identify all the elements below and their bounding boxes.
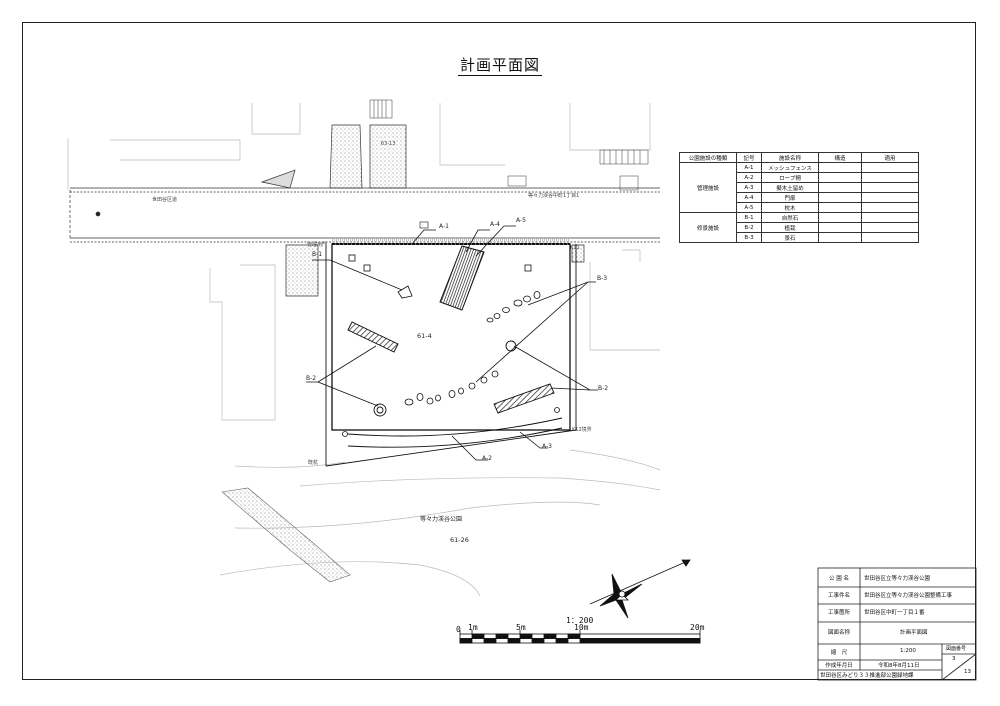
scale-ratio: 1：200	[566, 616, 594, 625]
address-label: 等々力渓谷中町1丁目1	[528, 193, 580, 199]
tb-total-sheets: 13	[964, 669, 971, 675]
category-cell: 修景施設	[679, 212, 737, 243]
callout-a2: A-2	[482, 455, 492, 462]
tb-work-value: 世田谷区立等々力渓谷公園整備工事	[864, 593, 953, 599]
paved-areas	[260, 124, 585, 297]
code-cell: A-5	[736, 202, 762, 213]
north-arrow	[589, 559, 691, 619]
code-cell: A-2	[736, 172, 762, 183]
code-cell: A-1	[736, 162, 762, 173]
boundary-stone-w-label: 既杭	[308, 460, 319, 466]
code-cell: B-3	[736, 232, 762, 243]
header-name: 施設名称	[761, 152, 819, 163]
header-type: 公園施設の種類	[679, 152, 737, 163]
tb-sheet-number: 3	[952, 656, 956, 662]
tb-work-label: 工事件名	[827, 593, 850, 599]
callout-a1: A-1	[439, 223, 449, 230]
lot-number-north: 63-13	[381, 141, 396, 147]
code-cell: B-1	[736, 212, 762, 223]
callout-b3: B-3	[597, 275, 608, 282]
tb-location-value: 世田谷区中町一丁目１番	[864, 610, 925, 616]
code-cell: A-3	[736, 182, 762, 193]
scale-bar	[459, 630, 701, 644]
planting-beds-b2	[347, 321, 555, 414]
gate-label: 管理用門	[307, 242, 328, 248]
scale-mark-5m: 5m	[516, 623, 526, 632]
tb-park-label: 公 園 名	[829, 576, 849, 582]
name-cell: 自然石	[761, 212, 819, 223]
park-boundary	[325, 221, 577, 467]
callout-b1: B-1	[312, 251, 323, 258]
surrounding-buildings	[67, 103, 661, 597]
tb-date-value: 令和8年8月11日	[878, 663, 920, 669]
lot-number-main: 61-4	[417, 332, 432, 340]
corner-e-label: K11	[570, 245, 580, 251]
name-cell: 枕木	[761, 202, 819, 213]
tb-location-label: 工事箇所	[827, 610, 850, 616]
tb-park-value: 世田谷区立等々力渓谷公園	[864, 576, 931, 582]
boundary-stone-e-label: K12境界	[572, 427, 592, 433]
facilities-table: 公園施設の種類 記号 施設名称 構造 適用 管理施設 A-1 メッシュフェンス …	[679, 152, 919, 243]
scale-mark-20m: 20m	[690, 623, 705, 632]
scale-mark-0: 0	[456, 625, 461, 634]
tb-issuer: 世田谷区みどり３３推進部公園緑地課	[820, 673, 914, 679]
name-cell: 擬木土留め	[761, 182, 819, 193]
slope-area	[221, 487, 351, 583]
leader-lines	[306, 225, 598, 461]
header-code: 記号	[736, 152, 762, 163]
scale-mark-1m: 1m	[468, 623, 478, 632]
callout-a4: A-4	[490, 221, 500, 228]
name-cell: 植栽	[761, 222, 819, 233]
drawing-title: 計画平面図	[0, 54, 1000, 76]
callout-a3: A-3	[542, 443, 552, 450]
header-apply: 適用	[861, 152, 919, 163]
callout-a5: A-5	[516, 217, 526, 224]
natural-stones-b1	[397, 285, 541, 406]
name-cell: ロープ柵	[761, 172, 819, 183]
tb-scale-value: 1:200	[900, 648, 916, 654]
table-row: 管理施設 A-1 メッシュフェンス	[679, 162, 919, 213]
callout-b2-right: B-2	[598, 385, 609, 392]
scale-mark-10m: 10m	[574, 623, 589, 632]
callout-b2-left: B-2	[306, 375, 317, 382]
drawing-title-text: 計画平面図	[457, 56, 542, 76]
title-block: 公 園 名 世田谷区立等々力渓谷公園 工事件名 世田谷区立等々力渓谷公園整備工事…	[818, 568, 976, 680]
lot-number-south: 61-26	[450, 536, 469, 544]
park-name-label: 等々力渓谷公園	[420, 516, 463, 523]
table-row: 修景施設 B-1 自然石	[679, 212, 919, 243]
building-details	[369, 99, 649, 191]
tb-drawing-label: 図面名称	[827, 630, 850, 636]
tb-scale-label: 縮 尺	[830, 650, 848, 656]
code-cell: A-4	[736, 192, 762, 203]
table-row: B-3 景石	[680, 232, 919, 243]
name-cell: 門扉	[761, 192, 819, 203]
name-cell: 景石	[761, 232, 819, 243]
drawing-frame	[22, 22, 976, 680]
sleepers-a5	[439, 245, 485, 311]
road	[69, 187, 660, 243]
category-cell: 管理施設	[679, 162, 737, 213]
name-cell: メッシュフェンス	[761, 162, 819, 173]
title-block-grid	[817, 567, 977, 681]
tb-drawing-value: 計画平面図	[900, 630, 928, 636]
code-cell: B-2	[736, 222, 762, 233]
road-label: 世田谷区道	[152, 197, 178, 203]
header-structure: 構造	[818, 152, 862, 163]
facilities-header-row: 公園施設の種類 記号 施設名称 構造 適用	[679, 152, 919, 163]
tb-drawing-no-label: 図面番号	[946, 646, 967, 652]
tb-date-label: 作成年月日	[825, 663, 853, 669]
